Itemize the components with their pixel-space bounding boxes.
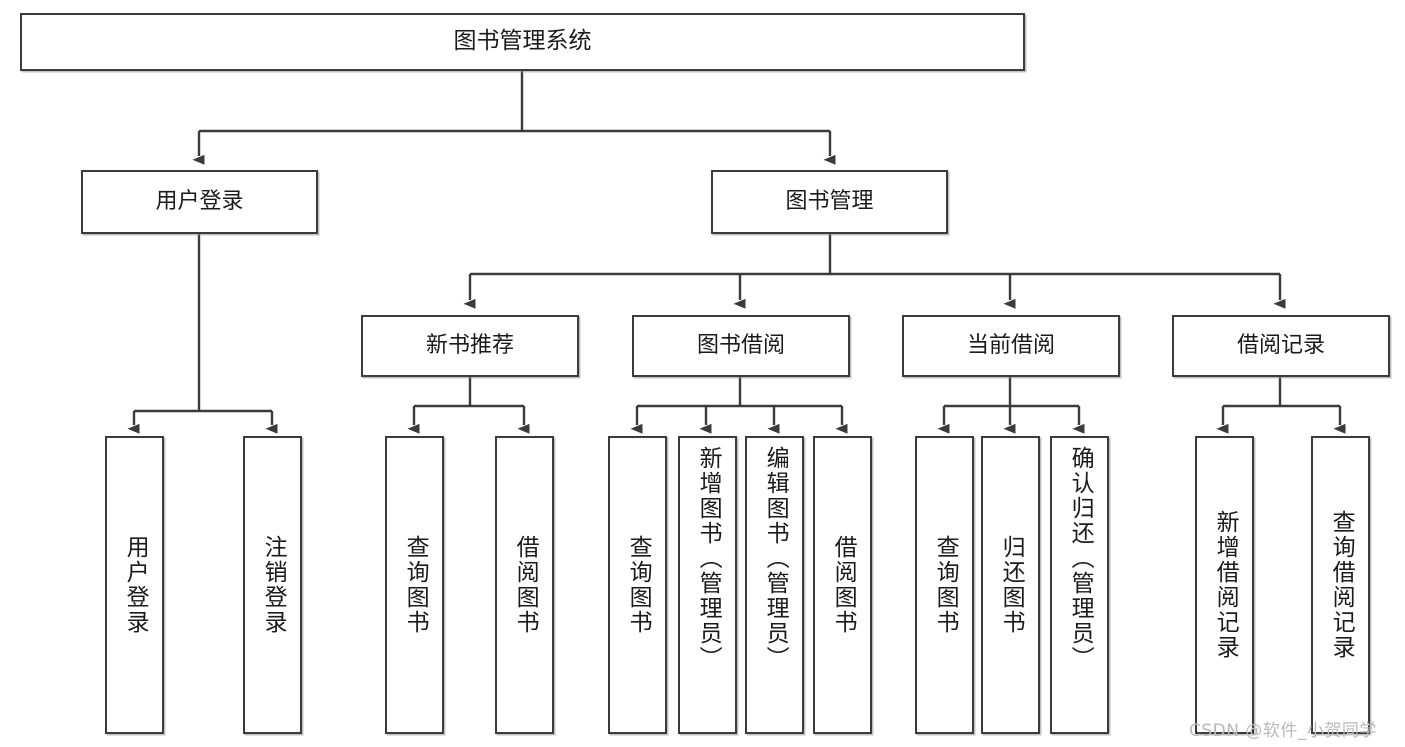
leaf-book-borrow-query-book[interactable]: 查询图书 (608, 436, 667, 734)
leaf-borrow-record-add-record[interactable]: 新增借阅记录 (1195, 436, 1254, 734)
node-new-book-recommend[interactable]: 新书推荐 (361, 315, 579, 377)
leaf-current-borrow-query-book[interactable]: 查询图书 (915, 436, 974, 734)
leaf-book-borrow-edit-book-admin[interactable]: 编辑图书（管理员） (745, 436, 804, 734)
node-label: 图书管理系统 (453, 28, 592, 55)
node-label: 用户登录 (155, 189, 244, 215)
node-label: 图书借阅 (696, 333, 785, 359)
node-label: 借阅图书 (512, 535, 539, 635)
leaf-borrow-record-query-record[interactable]: 查询借阅记录 (1311, 436, 1370, 734)
node-book-borrow[interactable]: 图书借阅 (632, 315, 850, 377)
node-label: 查询图书 (402, 535, 429, 635)
node-borrow-record[interactable]: 借阅记录 (1172, 315, 1390, 377)
node-label: 确认归还（管理员） (1067, 446, 1094, 671)
node-label: 借阅图书 (830, 535, 857, 635)
leaf-new-book-query-book[interactable]: 查询图书 (385, 436, 444, 734)
node-user-login[interactable]: 用户登录 (81, 170, 318, 234)
node-label: 编辑图书（管理员） (762, 446, 789, 671)
node-label: 图书管理 (785, 189, 874, 215)
leaf-book-borrow-add-book-admin[interactable]: 新增图书（管理员） (678, 436, 737, 734)
leaf-user-login-login[interactable]: 用户登录 (105, 436, 164, 734)
node-label: 新增借阅记录 (1212, 510, 1239, 660)
leaf-new-book-borrow-book[interactable]: 借阅图书 (495, 436, 554, 734)
leaf-current-borrow-return-book[interactable]: 归还图书 (981, 436, 1040, 734)
node-label: 借阅记录 (1236, 333, 1325, 359)
node-label: 查询图书 (625, 535, 652, 635)
node-label: 新增图书（管理员） (695, 446, 722, 671)
leaf-user-login-logout[interactable]: 注销登录 (243, 436, 302, 734)
node-label: 归还图书 (998, 535, 1025, 635)
node-label: 查询图书 (932, 535, 959, 635)
node-current-borrow[interactable]: 当前借阅 (902, 315, 1120, 377)
node-label: 查询借阅记录 (1328, 510, 1355, 660)
csdn-watermark: CSDN @软件_小贺同学 (1189, 721, 1377, 741)
leaf-book-borrow-borrow-book[interactable]: 借阅图书 (813, 436, 872, 734)
node-book-management[interactable]: 图书管理 (711, 170, 948, 234)
node-label: 注销登录 (260, 535, 287, 635)
leaf-current-borrow-confirm-return-admin[interactable]: 确认归还（管理员） (1050, 436, 1109, 734)
node-label: 用户登录 (122, 535, 149, 635)
node-label: 新书推荐 (425, 333, 514, 359)
node-root-book-management-system[interactable]: 图书管理系统 (20, 13, 1025, 71)
node-label: 当前借阅 (966, 333, 1055, 359)
